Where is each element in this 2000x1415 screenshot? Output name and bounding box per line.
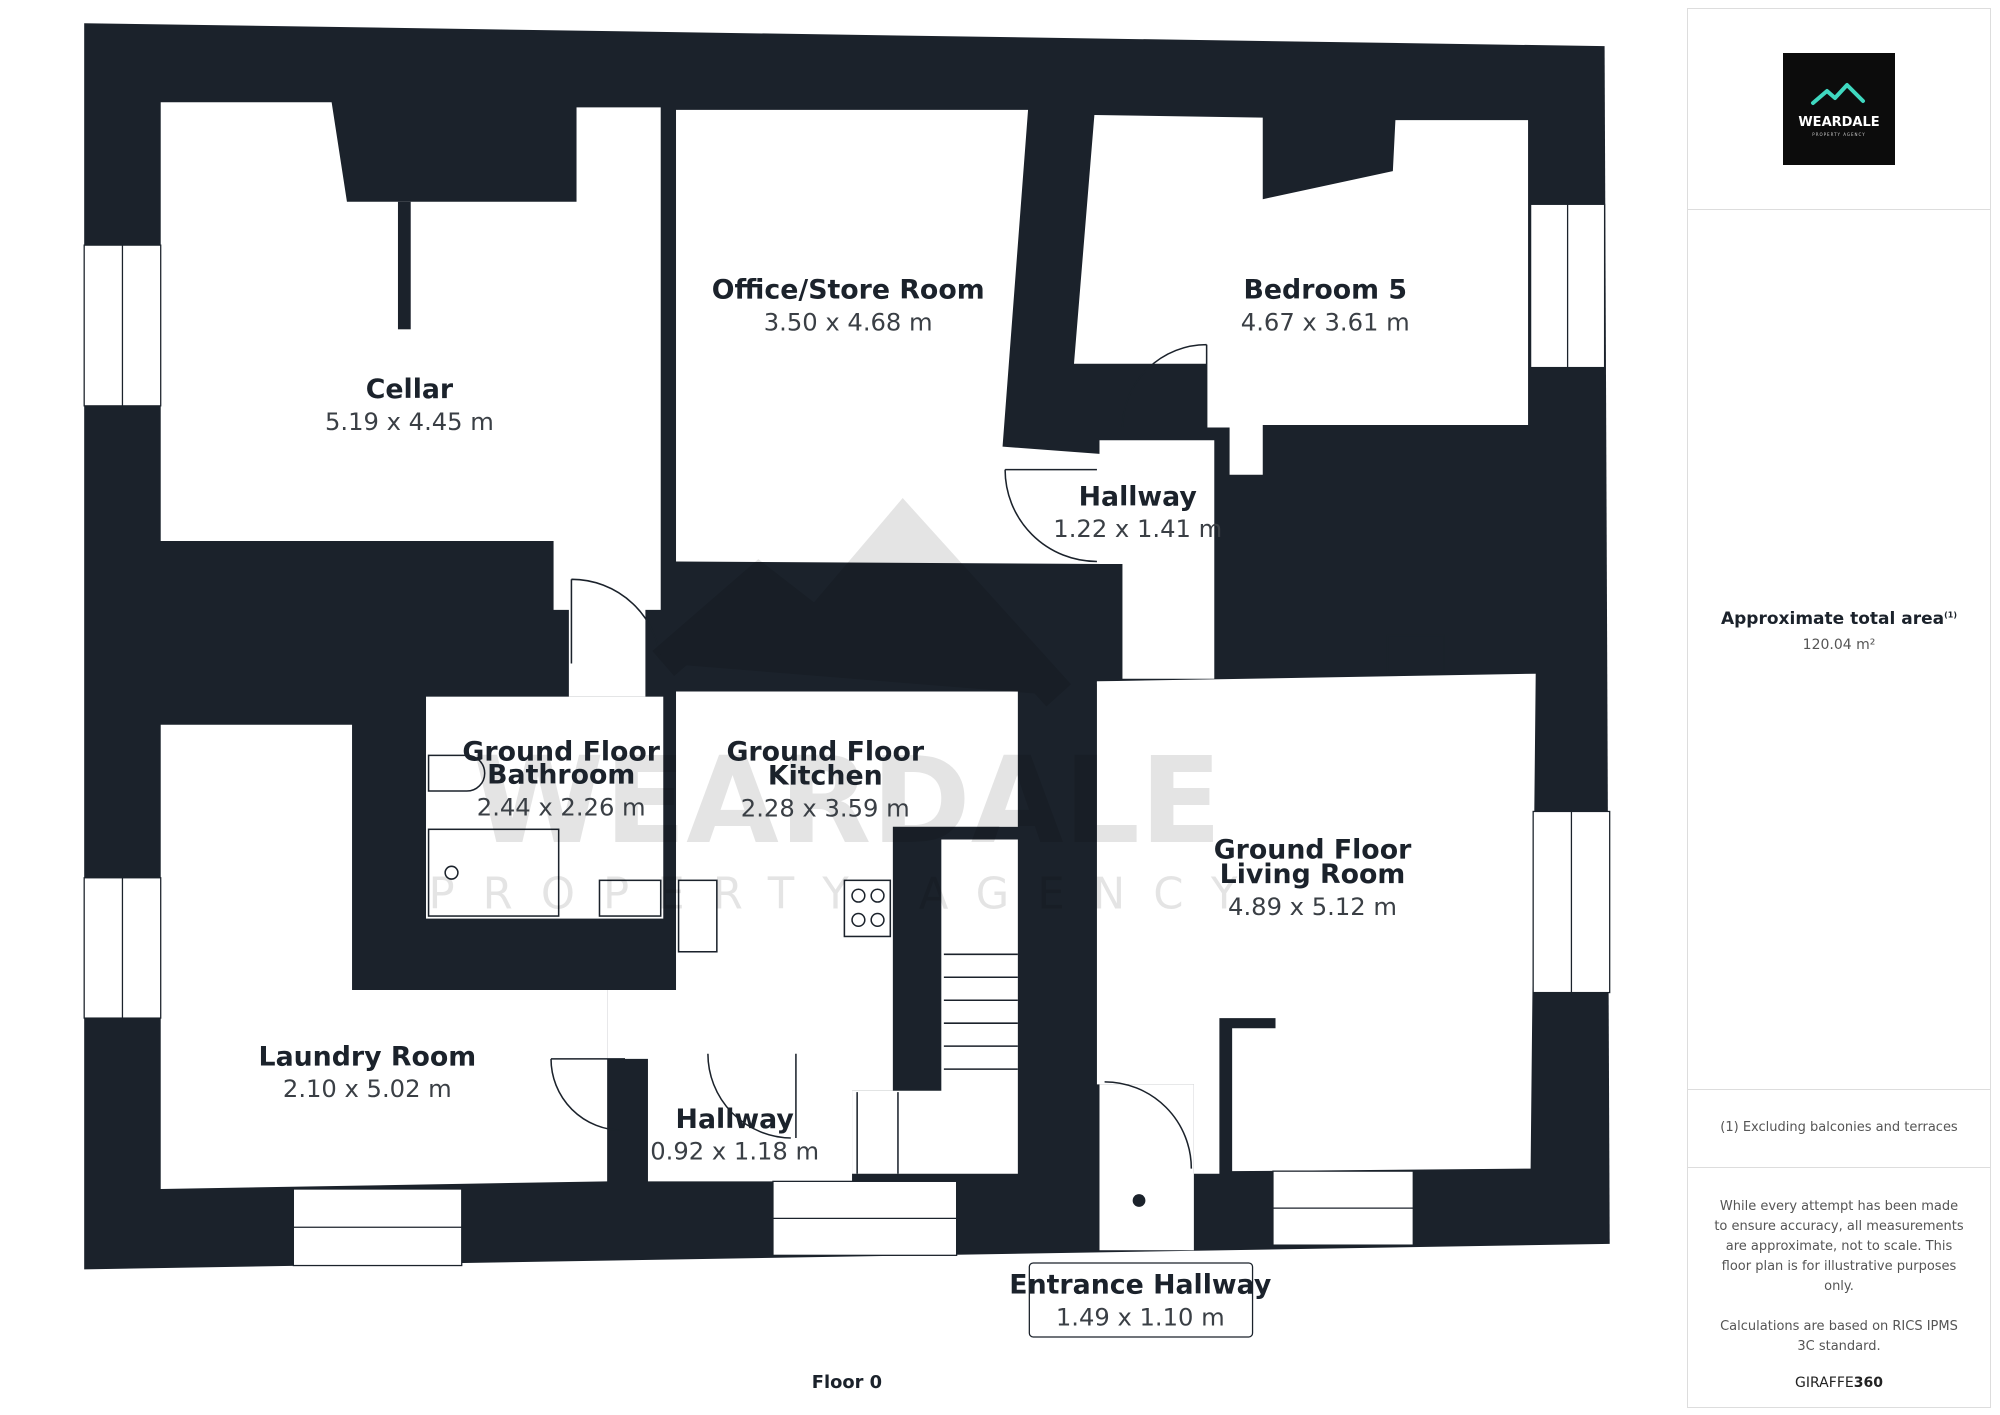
credit-a: GIRAFFE (1795, 1375, 1854, 1391)
bedroom5-area (1073, 115, 1529, 475)
area-value: 120.04 m² (1802, 637, 1876, 653)
room-dim: 5.19 x 4.45 m (325, 408, 494, 436)
floor-label: Floor 0 (812, 1372, 882, 1393)
brand-logo: WEARDALE PROPERTY AGENCY (1783, 53, 1895, 165)
room-name: Hallway (1079, 481, 1197, 512)
watermark-name: WEARDALE (472, 732, 1222, 871)
kitchen-hallway-area (607, 691, 1018, 1182)
entrance-hallway-area (1099, 1084, 1194, 1251)
room-dim: 2.10 x 5.02 m (283, 1075, 452, 1103)
shower (427, 828, 560, 917)
giraffe360-credit: GIRAFFE360 (1712, 1373, 1966, 1393)
hallway-upper-area (1099, 440, 1215, 679)
hob (843, 879, 892, 938)
office-area (676, 109, 1105, 565)
doors (427, 343, 1445, 1174)
fireplace (1386, 634, 1445, 675)
disclaimer-section: While every attempt has been made to ens… (1688, 1167, 1990, 1409)
area-footnote-mark: (1) (1944, 610, 1957, 620)
windows (83, 203, 1611, 1267)
room-dim: 4.67 x 3.61 m (1241, 309, 1410, 337)
logo-name: WEARDALE (1798, 115, 1880, 130)
door-swing (1104, 1081, 1193, 1169)
watermark: WEARDALE PROPERTY AGENCY (428, 498, 1265, 919)
room-name: Cellar (366, 374, 454, 405)
room-name: Kitchen (768, 761, 883, 792)
footnote: (1) Excluding balconies and terraces (1688, 1089, 1990, 1168)
room-dim: 2.44 x 2.26 m (477, 793, 646, 821)
logo-section: WEARDALE PROPERTY AGENCY (1688, 9, 1990, 210)
room-name: Bathroom (487, 759, 635, 790)
room-dim: 0.92 x 1.18 m (650, 1138, 819, 1166)
calc-note: Calculations are based on RICS IPMS 3C s… (1720, 1319, 1958, 1354)
bathroom-area (426, 696, 664, 919)
door-swing (550, 1058, 625, 1132)
room-name: Living Room (1220, 859, 1406, 890)
kitchen-sink (677, 879, 718, 953)
stairs (856, 953, 1018, 1174)
door-swing (1121, 343, 1208, 428)
cellar-passage (553, 541, 661, 697)
room-name: Ground Floor (462, 736, 660, 767)
entrance-marker (1132, 1194, 1146, 1207)
shower-drain (444, 865, 459, 880)
door-swing (1004, 468, 1097, 563)
room-dim: 4.89 x 5.12 m (1228, 893, 1397, 921)
area-title-text: Approximate total area (1720, 609, 1945, 629)
room-name: Entrance Hallway (1009, 1270, 1271, 1301)
info-sidebar: WEARDALE PROPERTY AGENCY Approximate tot… (1687, 8, 1991, 1408)
entrance-connector (1096, 681, 1215, 684)
door-swing (570, 578, 662, 664)
room-dim: 2.28 x 3.59 m (741, 795, 910, 823)
area-title: Approximate total area(1) (1688, 609, 1990, 629)
room-dim: 3.50 x 4.68 m (764, 309, 933, 337)
disclaimer: While every attempt has been made to ens… (1714, 1199, 1964, 1294)
rooms (160, 102, 1536, 1251)
room-labels: Cellar 5.19 x 4.45 m Office/Store Room 3… (259, 275, 1413, 1393)
sink (598, 879, 662, 917)
room-name: Ground Floor (726, 736, 924, 767)
logo-tagline: PROPERTY AGENCY (1812, 132, 1866, 137)
entrance-label-box (1028, 1262, 1254, 1338)
room-dim: 1.49 x 1.10 m (1056, 1303, 1225, 1331)
room-name: Bedroom 5 (1243, 275, 1407, 306)
room-name: Hallway (676, 1104, 794, 1135)
room-name: Ground Floor (1214, 835, 1412, 866)
door-swing (707, 1053, 797, 1139)
area-section: Approximate total area(1) 120.04 m² (1688, 209, 1990, 1090)
credit-b: 360 (1853, 1375, 1883, 1391)
watermark-tagline: PROPERTY AGENCY (428, 869, 1265, 919)
living-area (1096, 673, 1536, 1174)
room-name: Office/Store Room (712, 275, 985, 306)
room-name: Laundry Room (259, 1041, 477, 1072)
room-dim: 1.22 x 1.41 m (1053, 515, 1222, 543)
mountain-icon (1811, 83, 1865, 105)
toilet (427, 754, 486, 792)
cellar-wall-stub (397, 201, 411, 330)
laundry-area (160, 724, 608, 1190)
stairs-area (852, 839, 1018, 1174)
